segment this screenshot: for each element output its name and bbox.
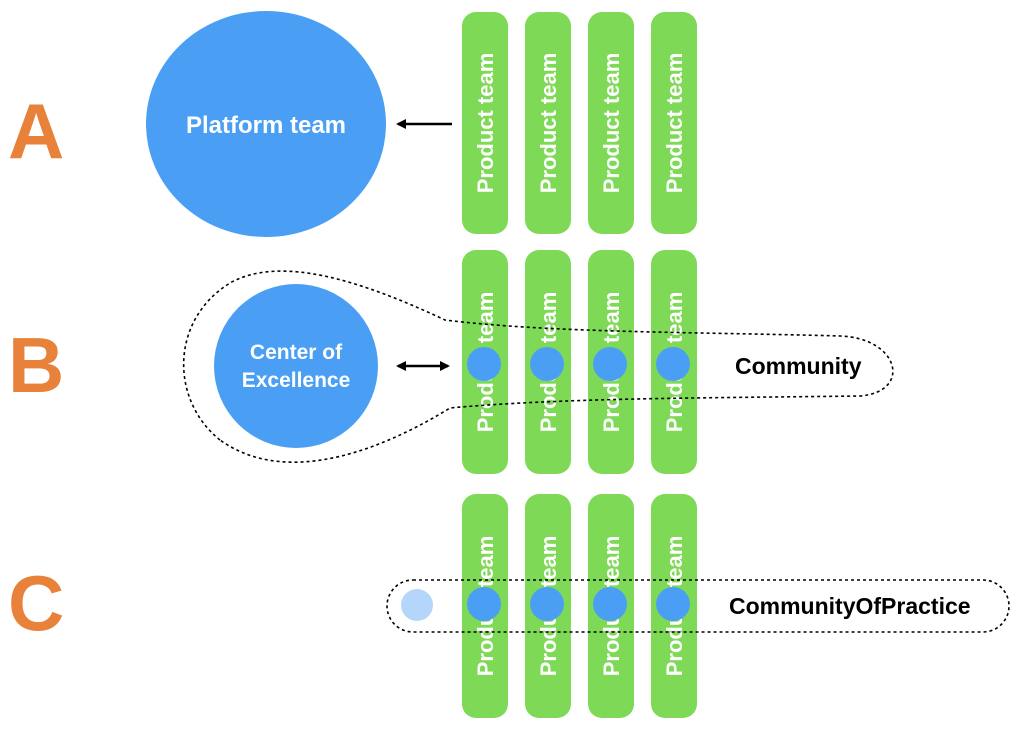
member-dot [593,347,627,381]
member-dot [593,587,627,621]
center-of-excellence-circle [214,284,378,448]
product-team-pill [651,12,697,234]
community-boundary [182,270,894,463]
platform-team-label: Platform team [186,112,346,139]
row-b-letter: B [8,321,64,409]
community-label: Community [735,353,862,379]
member-dot [467,587,501,621]
prospective-member-dot [401,589,433,621]
product-team-label: Product team [599,53,624,194]
product-team-pill [525,12,571,234]
product-team-label: Product team [536,53,561,194]
coe-label-line2: Excellence [242,369,351,392]
product-team-label: Product team [473,53,498,194]
row-a: Platform team Product team Product team Pr… [146,11,697,237]
member-dot [656,587,690,621]
member-dot [656,347,690,381]
member-dot [467,347,501,381]
member-dot [530,587,564,621]
product-team-pill [462,12,508,234]
row-c-letter: C [8,559,64,647]
platform-team-circle [146,11,386,237]
community-of-practice-label: CommunityOfPractice [729,593,971,619]
product-team-label: Product team [662,53,687,194]
community-of-practice-boundary [386,579,1010,633]
product-team-pill [588,12,634,234]
member-dot [530,347,564,381]
coe-label-line1: Center of [250,341,343,364]
row-a-letter: A [8,87,64,175]
